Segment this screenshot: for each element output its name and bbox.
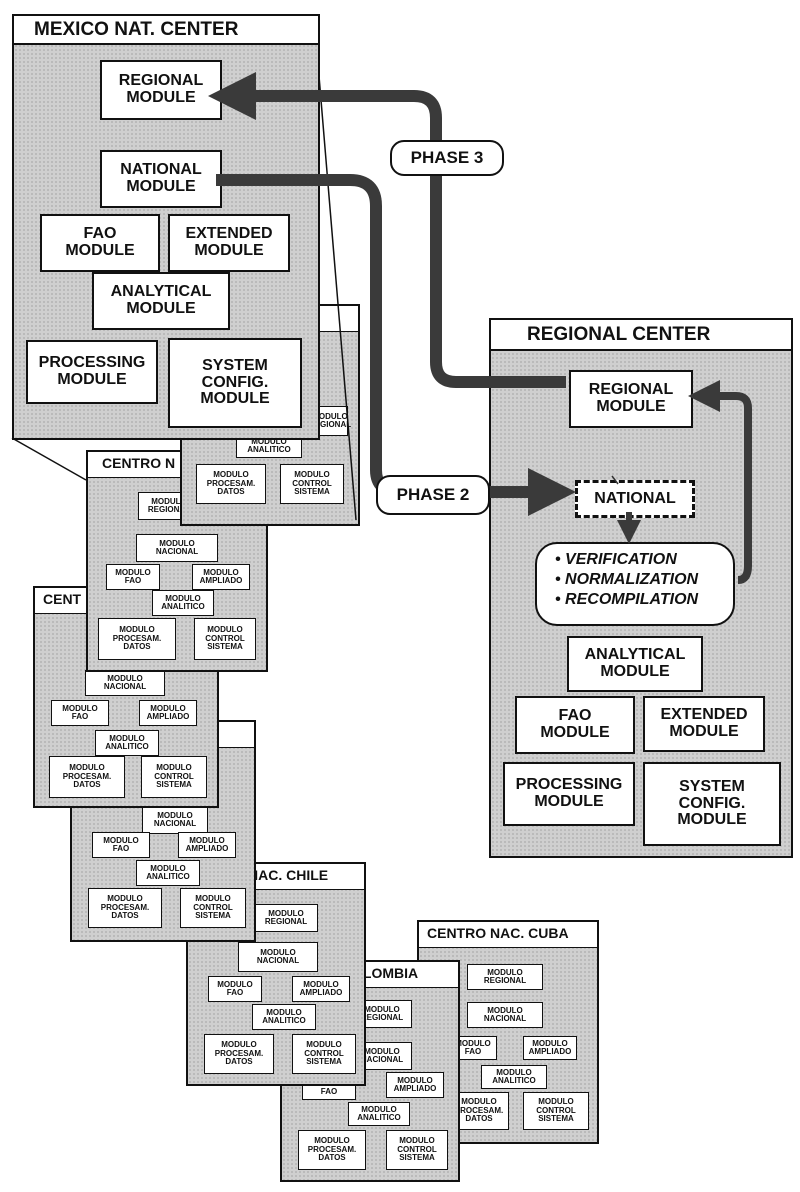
cuba-regional-box: MODULO REGIONAL — [467, 964, 543, 990]
regional-center-analytical-module: ANALYTICAL MODULE — [567, 636, 703, 692]
colombia-procesam-box: MODULO PROCESAM. DATOS — [298, 1130, 366, 1170]
panel4-procesam-box: MODULO PROCESAM. DATOS — [88, 888, 162, 928]
regional-center-title: REGIONAL CENTER — [491, 320, 791, 351]
chile-control-box: MODULO CONTROL SISTEMA — [292, 1034, 356, 1074]
cuba-control-box: MODULO CONTROL SISTEMA — [523, 1092, 589, 1130]
panel2-analitico-box: MODULO ANALITICO — [152, 590, 214, 616]
step-recompilation: • RECOMPILATION — [555, 591, 699, 608]
mexico-analytical-module: ANALYTICAL MODULE — [92, 272, 230, 330]
regional-center-extended-module: EXTENDED MODULE — [643, 696, 765, 752]
chile-analitico-box: MODULO ANALITICO — [252, 1004, 316, 1030]
panel4-ampliado-box: MODULO AMPLIADO — [178, 832, 236, 858]
panel4-control-box: MODULO CONTROL SISTEMA — [180, 888, 246, 928]
colombia-ampliado-box: MODULO AMPLIADO — [386, 1072, 444, 1098]
panel4-nacional-box: MODULO NACIONAL — [142, 806, 208, 834]
mexico-processing-module: PROCESSING MODULE — [26, 340, 158, 404]
panel3-nacional-box: MODULO NACIONAL — [85, 670, 165, 696]
phase3-arrow — [208, 72, 566, 388]
chile-regional-box: MODULO REGIONAL — [254, 904, 318, 932]
panel3-procesam-box: MODULO PROCESAM. DATOS — [49, 756, 125, 798]
regional-center-processing-module: PROCESSING MODULE — [503, 762, 635, 826]
mexico-center-title: MEXICO NAT. CENTER — [14, 16, 318, 45]
mexico-fao-module: FAO MODULE — [40, 214, 160, 272]
chile-procesam-box: MODULO PROCESAM. DATOS — [204, 1034, 274, 1074]
cuba-nacional-box: MODULO NACIONAL — [467, 1002, 543, 1028]
cuba-ampliado-box: MODULO AMPLIADO — [523, 1036, 577, 1060]
panel2-nacional-box: MODULO NACIONAL — [136, 534, 218, 562]
mexico-extended-module: EXTENDED MODULE — [168, 214, 290, 272]
panel4-fao-box: MODULO FAO — [92, 832, 150, 858]
mexico-system-config-module: SYSTEM CONFIG. MODULE — [168, 338, 302, 428]
colombia-analitico-box: MODULO ANALITICO — [348, 1102, 410, 1126]
panel2-ampliado-box: MODULO AMPLIADO — [192, 564, 250, 590]
panel2-procesam-box: MODULO PROCESAM. DATOS — [98, 618, 176, 660]
chile-nacional-box: MODULO NACIONAL — [238, 942, 318, 972]
regional-center-system-config-module: SYSTEM CONFIG. MODULE — [643, 762, 781, 846]
regional-center-panel: REGIONAL CENTER REGIONAL MODULE NATIONAL… — [489, 318, 793, 858]
mexico-center-panel: MEXICO NAT. CENTER REGIONAL MODULE NATIO… — [12, 14, 320, 440]
cuba-analitico-box: MODULO ANALITICO — [481, 1065, 547, 1089]
regional-center-national-box: NATIONAL — [575, 480, 695, 518]
panel3-control-box: MODULO CONTROL SISTEMA — [141, 756, 207, 798]
chile-ampliado-box: MODULO AMPLIADO — [292, 976, 350, 1002]
panel1-control-box: MODULO CONTROL SISTEMA — [280, 464, 344, 504]
steps-to-regional-arrow — [688, 380, 752, 584]
panel1-procesam-box: MODULO PROCESAM. DATOS — [196, 464, 266, 504]
chile-fao-box: MODULO FAO — [208, 976, 262, 1002]
phase3-label: PHASE 3 — [390, 140, 504, 176]
cuba-center-title: CENTRO NAC. CUBA — [419, 922, 597, 948]
panel2-fao-box: MODULO FAO — [106, 564, 160, 590]
regional-center-fao-module: FAO MODULE — [515, 696, 635, 754]
phase2-label: PHASE 2 — [376, 475, 490, 515]
panel4-analitico-box: MODULO ANALITICO — [136, 860, 200, 886]
panel3-ampliado-box: MODULO AMPLIADO — [139, 700, 197, 726]
phase2-arrow — [216, 174, 576, 516]
panel2-control-box: MODULO CONTROL SISTEMA — [194, 618, 256, 660]
regional-center-regional-module: REGIONAL MODULE — [569, 370, 693, 428]
step-normalization: • NORMALIZATION — [555, 571, 699, 588]
step-verification: • VERIFICATION — [555, 551, 677, 568]
panel3-analitico-box: MODULO ANALITICO — [95, 730, 159, 756]
panel3-fao-box: MODULO FAO — [51, 700, 109, 726]
colombia-control-box: MODULO CONTROL SISTEMA — [386, 1130, 448, 1170]
national-tick-mark — [611, 475, 619, 485]
processing-steps-box: • VERIFICATION • NORMALIZATION • RECOMPI… — [535, 542, 735, 626]
